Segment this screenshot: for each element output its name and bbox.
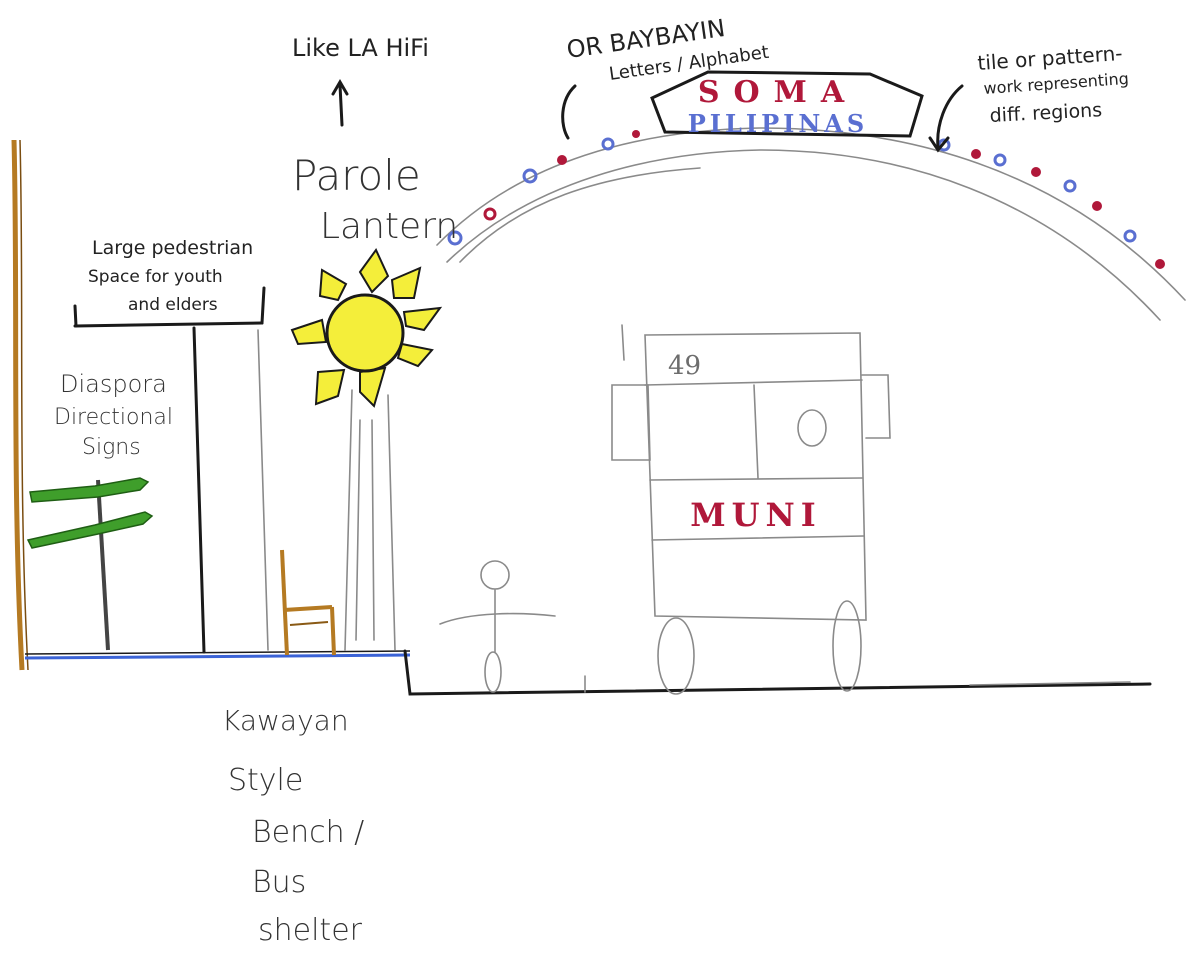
tile-motif bbox=[557, 155, 567, 165]
tile-motif bbox=[1155, 259, 1165, 269]
bus-route-number: 49 bbox=[668, 351, 701, 381]
annotation-diaspora-2: Directional bbox=[54, 405, 173, 430]
annotation-diaspora-1: Diaspora bbox=[60, 370, 167, 398]
annotation-bench-2: Style bbox=[228, 763, 303, 798]
tile-motif bbox=[971, 149, 981, 159]
annotation-bench-5: shelter bbox=[258, 913, 363, 948]
person-figure bbox=[440, 561, 555, 692]
tile-motif bbox=[1125, 231, 1135, 241]
parol-lantern bbox=[292, 250, 440, 406]
arch-sign-line1: SOMA bbox=[698, 75, 858, 110]
annotation-pedestrian-2: Space for youth bbox=[88, 267, 223, 287]
annotation-parol-1: Parole bbox=[292, 151, 421, 200]
curb-step bbox=[405, 651, 1150, 694]
tile-motif bbox=[1065, 181, 1075, 191]
lantern-center bbox=[327, 295, 403, 371]
sidewalk-ground-line bbox=[25, 655, 410, 658]
arrow-up-icon bbox=[333, 82, 347, 125]
annotation-la-hifi: Like LA HiFi bbox=[292, 34, 429, 62]
annotation-tile-3: diff. regions bbox=[989, 99, 1102, 127]
annotation-tile-2: work representing bbox=[983, 69, 1129, 98]
annotation-bench-1: Kawayan bbox=[222, 704, 349, 737]
annotation-parol-2: Lantern bbox=[320, 206, 458, 247]
bus-label: MUNI bbox=[690, 496, 822, 534]
bamboo-pole bbox=[14, 140, 28, 670]
annotation-pedestrian-1: Large pedestrian bbox=[92, 237, 253, 259]
kawayan-bench bbox=[282, 550, 334, 655]
annotation-diaspora-3: Signs bbox=[82, 435, 141, 460]
sign-arrow-top bbox=[30, 478, 148, 502]
sign-arrow-bottom bbox=[28, 512, 152, 548]
tile-motif bbox=[1092, 201, 1102, 211]
tile-motif bbox=[603, 139, 613, 149]
tile-motif bbox=[485, 209, 495, 219]
annotation-bench-4: Bus bbox=[252, 865, 306, 900]
gateway-arch bbox=[437, 128, 1185, 320]
arch-sign-line2: PILIPINAS bbox=[688, 109, 869, 138]
tile-motif bbox=[632, 130, 640, 138]
diaspora-directional-signs bbox=[28, 478, 152, 650]
tile-motif bbox=[1031, 167, 1041, 177]
tile-motif bbox=[995, 155, 1005, 165]
lantern-pole bbox=[345, 390, 395, 650]
bus-wheel-left bbox=[658, 618, 694, 694]
annotation-pedestrian-3: and elders bbox=[128, 295, 218, 315]
annotation-bench-3: Bench / bbox=[252, 815, 364, 850]
bus-wheel-right bbox=[833, 601, 861, 691]
